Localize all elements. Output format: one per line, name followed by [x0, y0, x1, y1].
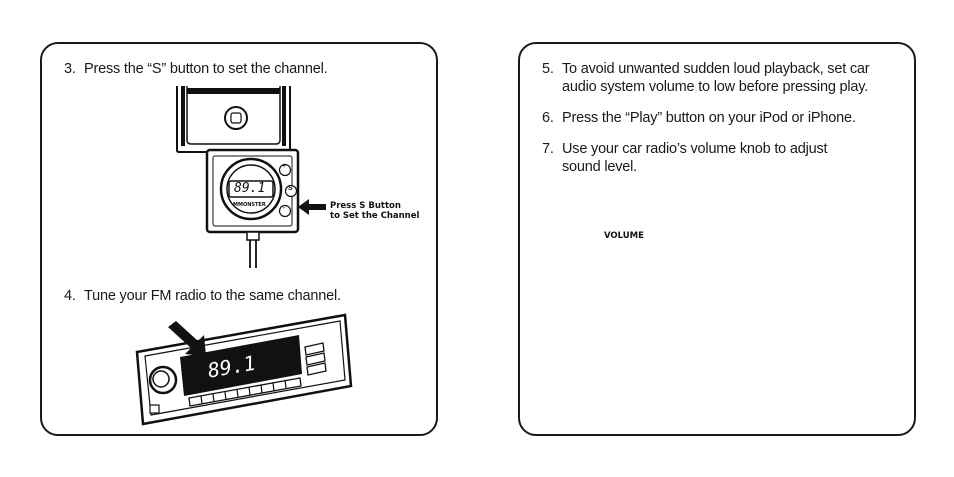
- step-3-number: 3.: [64, 61, 76, 77]
- step-6-number: 6.: [542, 110, 554, 126]
- right-instruction-panel: [518, 42, 916, 436]
- step-3: 3. Press the “S” button to set the channe…: [64, 60, 328, 78]
- s-label: S: [288, 185, 293, 192]
- step-4-number: 4.: [64, 288, 76, 304]
- press-s-callout: Press S Button to Set the Channel: [330, 201, 419, 221]
- step-5-number: 5.: [542, 61, 554, 77]
- step-4: 4. Tune your FM radio to the same channel…: [64, 287, 341, 305]
- step-5: 5. To avoid unwanted sudden loud playbac…: [542, 60, 870, 96]
- step-7-number: 7.: [542, 141, 554, 157]
- plus-label: +: [282, 163, 287, 170]
- step-6-text: Press the “Play” button on your iPod or …: [562, 110, 856, 126]
- step-5-line-1: To avoid unwanted sudden loud playback, …: [562, 61, 870, 77]
- step-3-text: Press the “S” button to set the channel.: [84, 61, 328, 77]
- step-7-line-1: Use your car radio’s volume knob to adju…: [562, 141, 828, 157]
- step-5-line-2: audio system volume to low before pressi…: [562, 79, 869, 95]
- step-6: 6. Press the “Play” button on your iPod o…: [542, 109, 856, 127]
- transmitter-frequency: 89.1: [234, 181, 266, 196]
- callout-line-1: Press S Button: [330, 201, 401, 211]
- step-7: 7. Use your car radio’s volume knob to a…: [542, 140, 828, 176]
- brand-logo: MMONSTER: [233, 202, 266, 208]
- step-7-line-2: sound level.: [562, 159, 637, 175]
- volume-label: VOLUME: [604, 231, 644, 241]
- callout-line-2: to Set the Channel: [330, 211, 420, 221]
- minus-label: -: [283, 205, 286, 212]
- step-4-text: Tune your FM radio to the same channel.: [84, 288, 341, 304]
